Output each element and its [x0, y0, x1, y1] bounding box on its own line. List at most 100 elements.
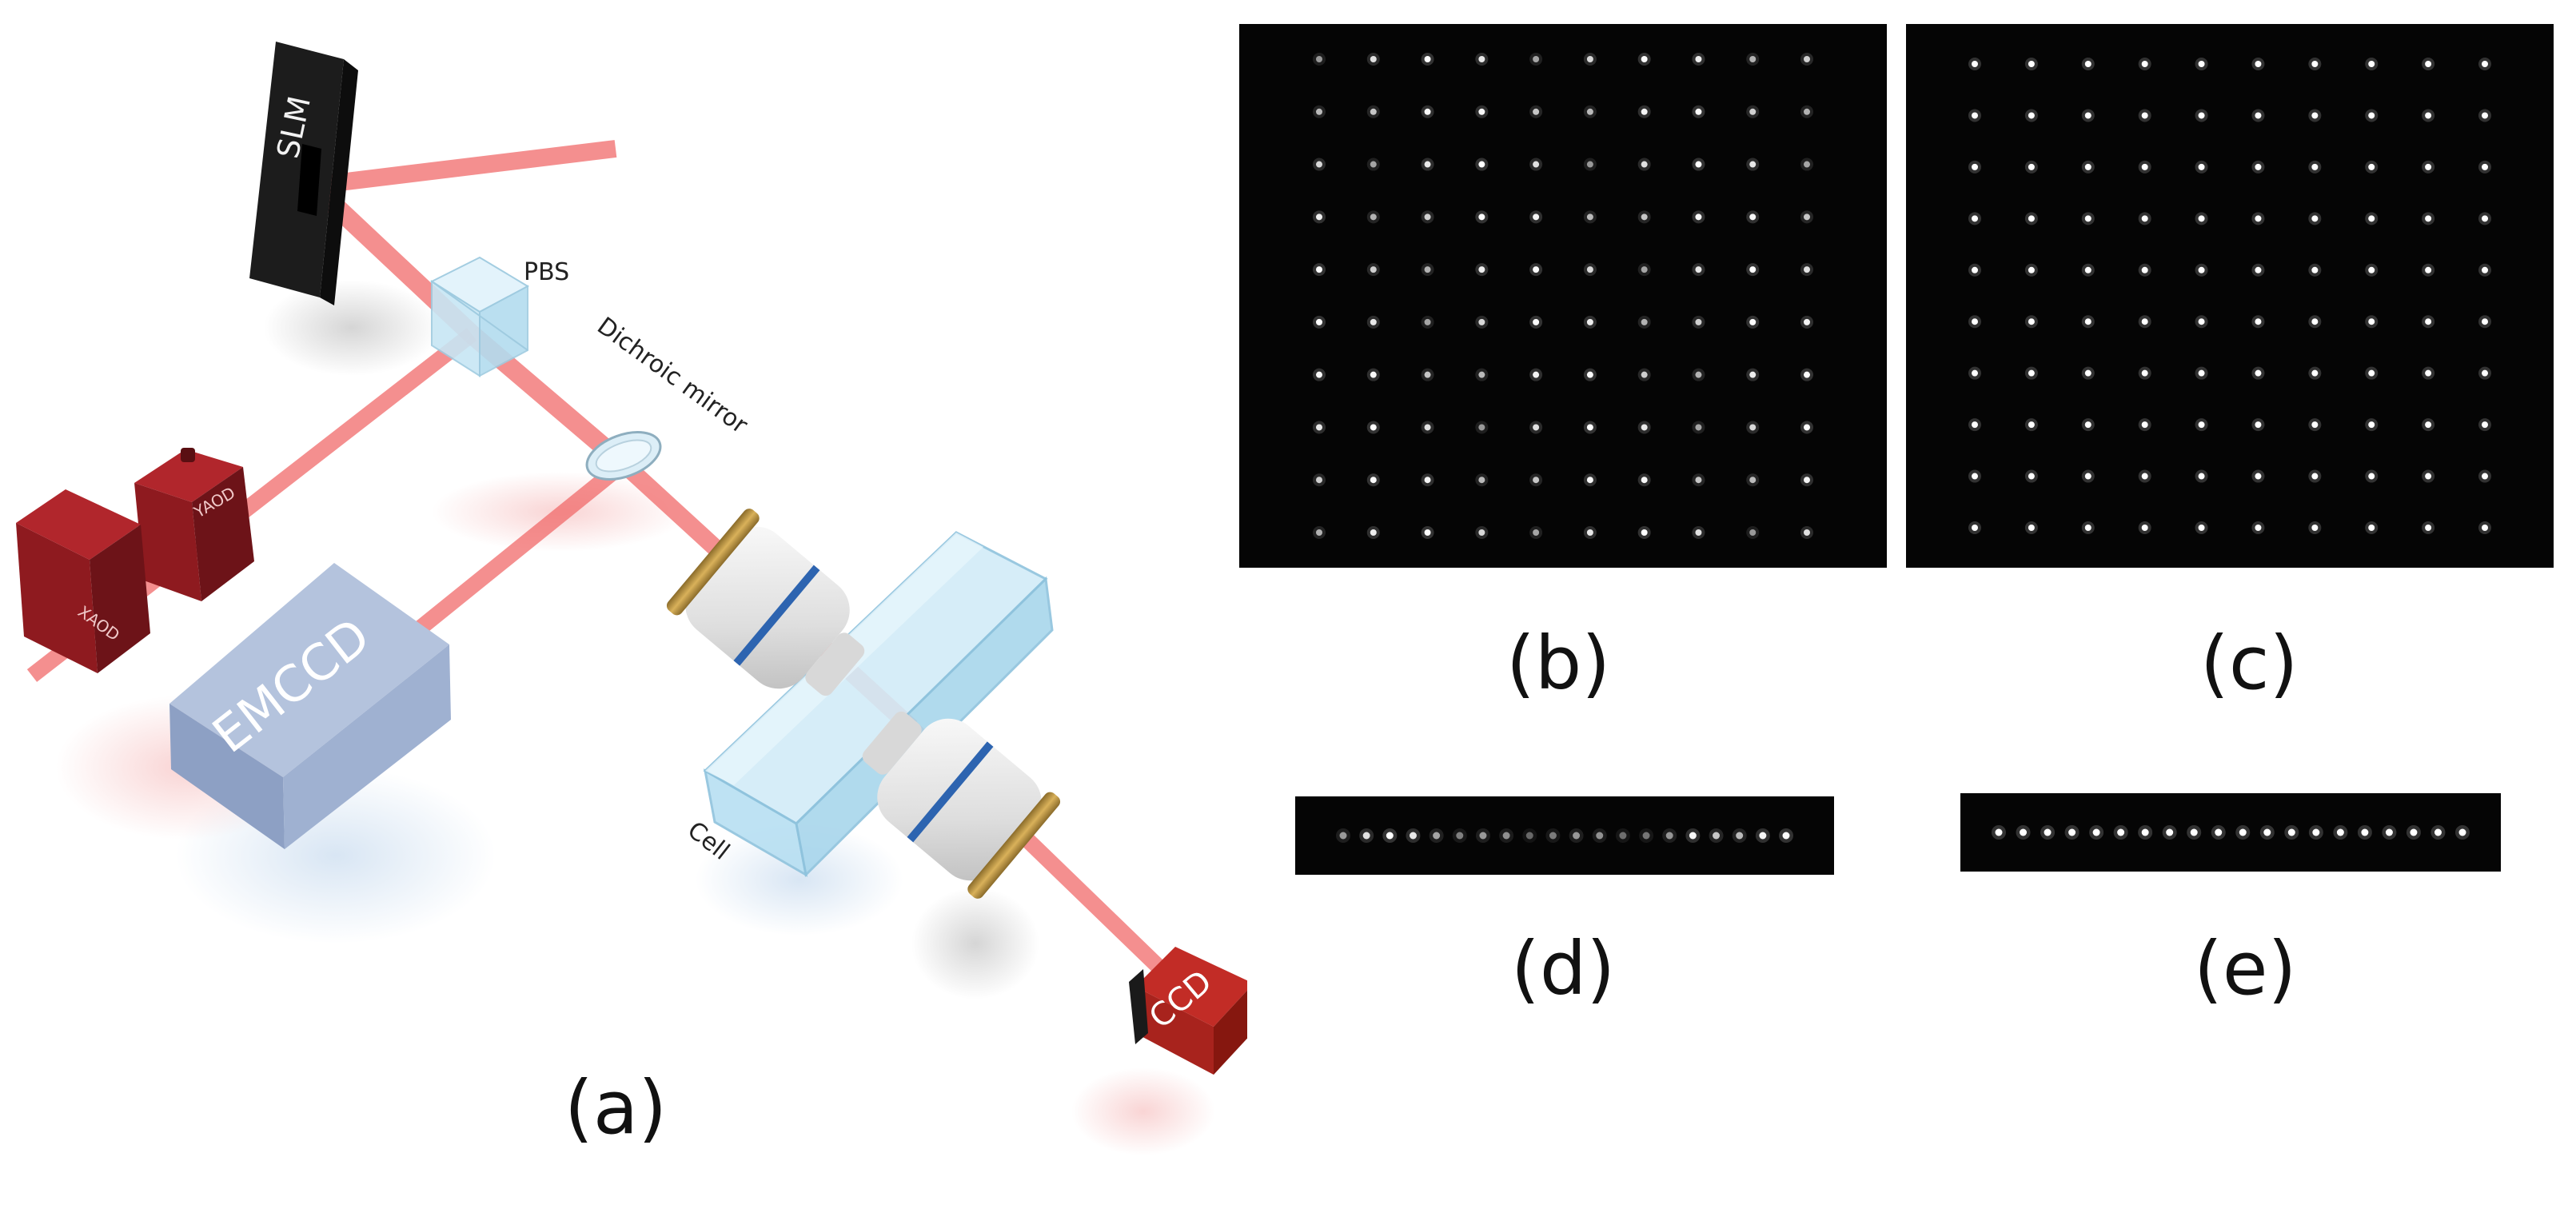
atom-spot	[2198, 61, 2205, 67]
cell-shadow	[696, 824, 903, 936]
atom-spot	[1525, 832, 1533, 840]
atom-spot	[2028, 421, 2035, 429]
atom-spot	[1362, 832, 1370, 840]
panel-b-array-image	[1239, 24, 1887, 568]
atom-spot	[2311, 266, 2319, 273]
atom-spot	[1972, 369, 1978, 377]
atom-spot	[1641, 477, 1648, 484]
atom-spot	[1316, 108, 1322, 115]
atom-spot	[1424, 56, 1431, 62]
caption-e: (e)	[2194, 926, 2297, 1011]
atom-spot	[1972, 163, 1978, 170]
optical-setup-diagram: SLM PBS Dichroic mirror YAOD XAOD EMCCD	[16, 42, 1247, 1155]
beam-dichroic-to-emccd	[410, 457, 629, 638]
atom-spot	[1641, 266, 1648, 273]
atom-spot	[1586, 424, 1593, 431]
atom-spot	[1972, 112, 1978, 119]
atom-spot	[2255, 163, 2262, 170]
atom-spot	[2028, 369, 2035, 377]
atom-spot	[1695, 266, 1702, 273]
atom-spot	[1804, 108, 1810, 115]
pbs-label: PBS	[524, 258, 569, 286]
atom-spot	[2198, 163, 2205, 170]
atom-spot	[2368, 525, 2375, 531]
atom-spot	[1316, 477, 1322, 484]
atom-spot	[1533, 371, 1540, 378]
atom-spot	[2255, 266, 2262, 273]
atom-spot	[1695, 56, 1702, 62]
atom-spot	[2239, 828, 2247, 836]
atom-spot	[2255, 369, 2262, 377]
atom-spot	[2141, 61, 2148, 67]
atom-spot	[2368, 318, 2375, 325]
atom-spot	[2141, 525, 2148, 531]
atom-spot	[1533, 318, 1540, 325]
atom-spot	[1370, 108, 1377, 115]
atom-spot	[2255, 112, 2262, 119]
spot-glow	[1545, 828, 1561, 843]
atom-spot	[2028, 266, 2035, 273]
atom-spot	[2215, 828, 2223, 836]
spot-grid-c	[1968, 58, 2491, 534]
atom-spot	[1804, 161, 1810, 168]
atom-spot	[1736, 832, 1744, 840]
atom-spot	[1433, 832, 1441, 840]
atom-spot	[2458, 828, 2466, 836]
atom-spot	[1316, 371, 1322, 378]
atom-spot	[2028, 163, 2035, 170]
atom-spot	[2368, 215, 2375, 222]
atom-spot	[2028, 473, 2035, 480]
caption-a: (a)	[564, 1065, 668, 1151]
atom-spot	[1370, 56, 1377, 62]
atom-spot	[2198, 525, 2205, 531]
atom-spot	[1972, 215, 1978, 222]
atom-spot	[2255, 61, 2262, 67]
atom-spot	[2425, 525, 2432, 531]
atom-spot	[1804, 371, 1810, 378]
atom-spot	[1804, 266, 1810, 273]
atom-spot	[2311, 112, 2319, 119]
atom-spot	[2311, 215, 2319, 222]
atom-spot	[1586, 108, 1593, 115]
yaod-device: YAOD	[134, 448, 254, 601]
atom-spot	[1749, 318, 1757, 325]
atom-spot	[1424, 424, 1431, 431]
atom-spot	[2084, 61, 2092, 67]
atom-spot	[2336, 828, 2344, 836]
atom-spot	[1533, 56, 1540, 62]
atom-spot	[1641, 108, 1648, 115]
atom-spot	[2084, 163, 2092, 170]
atom-spot	[1804, 424, 1810, 431]
atom-spot	[1689, 832, 1697, 840]
atom-spot	[2410, 828, 2418, 836]
atom-spot	[1478, 477, 1485, 484]
atom-spot	[1316, 161, 1322, 168]
atom-spot	[1619, 832, 1627, 840]
emccd-camera: EMCCD	[169, 563, 451, 849]
atom-spot	[2255, 473, 2262, 480]
atom-spot	[1533, 424, 1540, 431]
atom-spot	[1749, 213, 1757, 221]
atom-spot	[1479, 832, 1487, 840]
atom-spot	[2166, 828, 2174, 836]
atom-spot	[1478, 108, 1485, 115]
atom-spot	[1424, 529, 1431, 536]
atom-spot	[1316, 266, 1322, 273]
pbs-cube	[429, 256, 530, 377]
atom-spot	[2425, 163, 2432, 170]
atom-spot	[2255, 318, 2262, 325]
atom-spot	[1641, 56, 1648, 62]
atom-spot	[2385, 828, 2393, 836]
slm-device: SLM	[249, 42, 358, 305]
atom-spot	[1586, 477, 1593, 484]
atom-spot	[2141, 318, 2148, 325]
atom-spot	[1339, 832, 1347, 840]
atom-spot	[2068, 828, 2076, 836]
atom-spot	[1695, 108, 1702, 115]
atom-spot	[1972, 266, 1978, 273]
atom-spot	[1749, 108, 1757, 115]
atom-spot	[1695, 477, 1702, 484]
atom-spot	[1972, 473, 1978, 480]
atom-spot	[1370, 213, 1377, 221]
atom-spot	[2368, 163, 2375, 170]
